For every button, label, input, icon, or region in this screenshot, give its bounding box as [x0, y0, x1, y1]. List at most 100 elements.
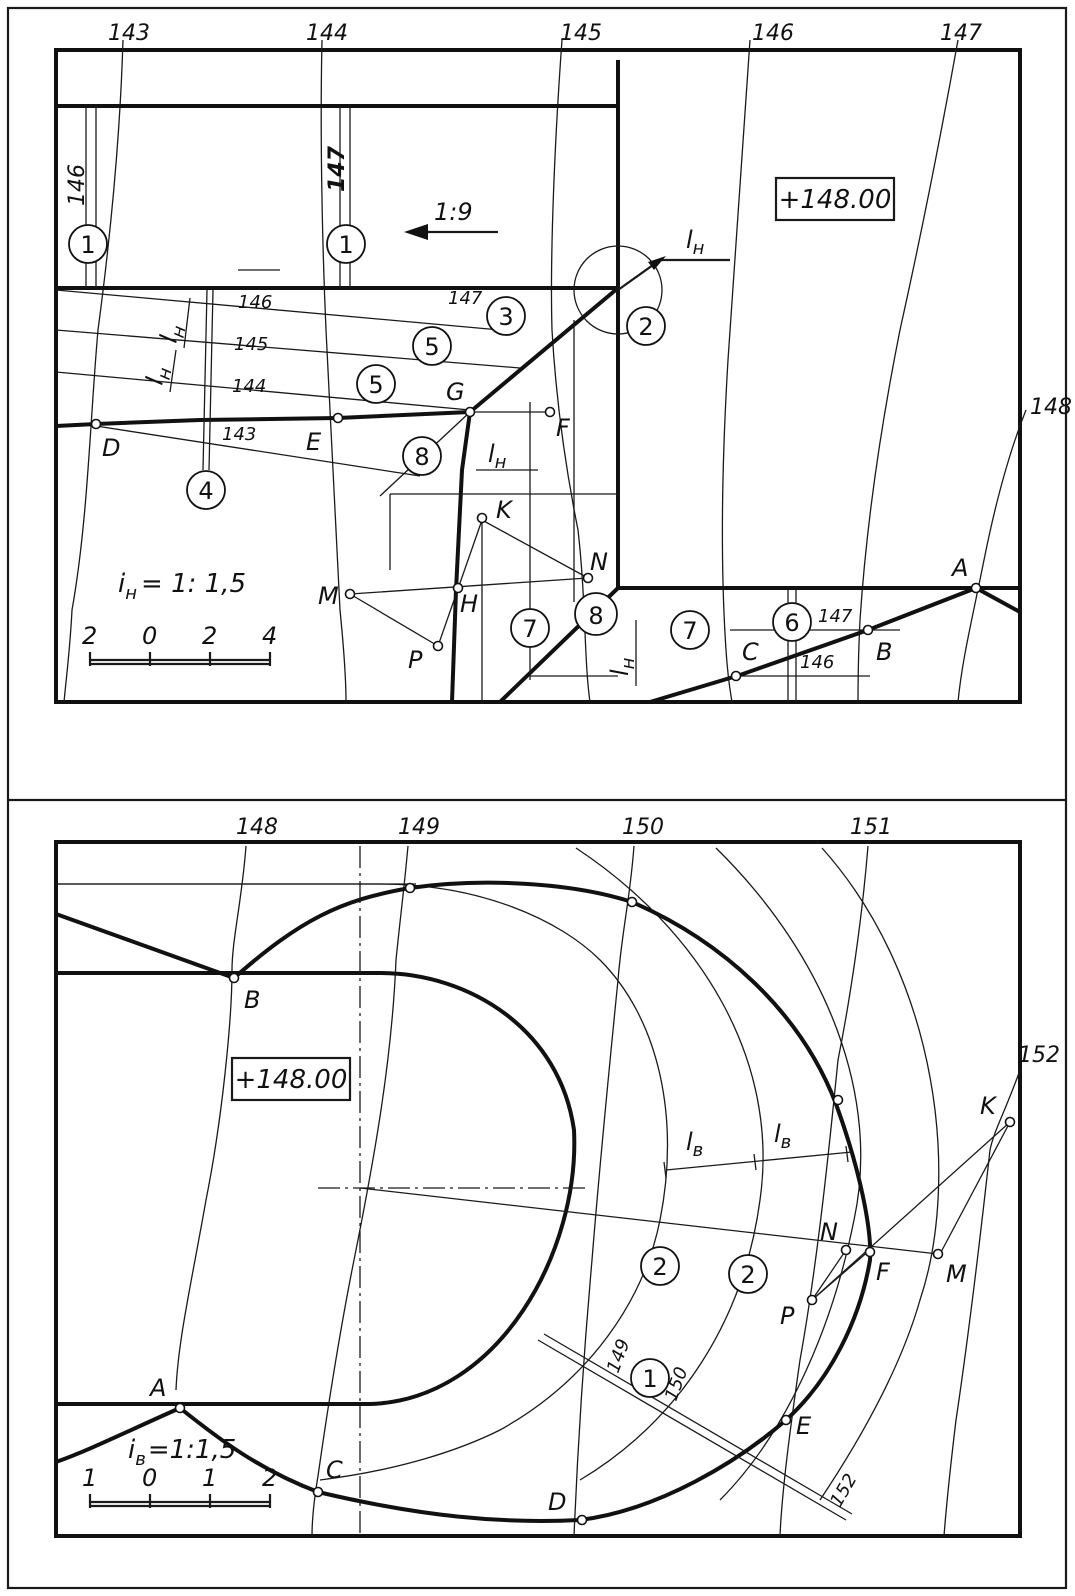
contour-label-148: 148: [1030, 395, 1072, 420]
point-label-N-b: N: [820, 1218, 838, 1246]
construction-lines-b: [56, 883, 1011, 1301]
slope-ratio-top-sub: н: [125, 583, 137, 604]
contour-label-146: 146: [752, 21, 794, 46]
contour-label-143: 143: [108, 21, 150, 46]
slope-arrow-label: 1:9: [434, 198, 473, 226]
contour-label-147: 147: [940, 21, 982, 46]
marker-2a-b: 2: [652, 1253, 667, 1281]
marker-1b-ring: [326, 224, 366, 264]
slope-label-147: 147: [325, 145, 350, 192]
hz-label-144: 144: [232, 376, 266, 397]
marker-5b: 5: [368, 371, 383, 399]
lb-ticks: [663, 1145, 849, 1179]
scale-top-1: 0: [142, 622, 157, 650]
slope-ratio-bottom: iв=1:1,5: [128, 1435, 236, 1470]
contour-mid-149: 149: [603, 1336, 634, 1375]
point-M: [344, 588, 356, 600]
slope-ratio-top-value: = 1: 1,5: [141, 569, 246, 599]
marker-8a-ring: [402, 436, 442, 476]
marker-1-b: 1: [642, 1365, 657, 1393]
slope-ratio-bottom-value: =1:1,5: [148, 1435, 236, 1465]
arc-1: [56, 883, 669, 1481]
platform-mark-box: [774, 176, 896, 222]
point-N-b: [840, 1244, 852, 1256]
point-label-C-b: C: [326, 1456, 343, 1484]
horizontal-144: [55, 371, 471, 411]
marker-1b: 1: [338, 231, 353, 259]
point-label-H: H: [460, 590, 478, 618]
lb-label-2-l: l: [774, 1120, 781, 1148]
lh-label-3: lн: [488, 440, 507, 473]
contour-label-144: 144: [306, 21, 348, 46]
hz-label-146: 146: [238, 292, 272, 313]
point-label-N: N: [590, 548, 608, 576]
bottom-points: [174, 882, 1016, 1526]
horizontal-146: [55, 289, 501, 331]
point-150-b: [626, 896, 638, 908]
point-A: [970, 582, 982, 594]
slope-toe-b: [55, 880, 873, 1523]
slope-ratio-top-i: i: [118, 569, 126, 599]
point-label-C: C: [742, 638, 759, 666]
scale-bar: [88, 652, 272, 666]
point-label-M-b: M: [946, 1260, 967, 1288]
scale-bottom-1: 0: [142, 1464, 157, 1492]
slope-ratio-bottom-i: i: [128, 1435, 136, 1465]
marker-6-ring: [772, 602, 812, 642]
point-G: [464, 406, 476, 418]
point-F-b: [864, 1246, 876, 1258]
point-B: [862, 624, 874, 636]
arc-4: [819, 847, 940, 1501]
point-label-M: M: [318, 582, 339, 610]
lh-label-arrow-l: l: [686, 226, 693, 254]
marker-2b-b-ring: [728, 1254, 768, 1294]
contour-143: [63, 39, 124, 703]
marker-3: 3: [498, 303, 513, 331]
lh-arrow-line: [617, 258, 730, 291]
marker-6: 6: [784, 609, 799, 637]
point-label-P: P: [408, 646, 423, 674]
point-label-K-b: K: [980, 1092, 998, 1120]
lh-label-4-sub: н: [618, 657, 639, 669]
lb-label-1-l: l: [686, 1128, 693, 1156]
marker-7b: 7: [682, 617, 697, 645]
contour-label-145: 145: [560, 21, 602, 46]
lb-label-1-sub: в: [693, 1140, 704, 1161]
point-label-E-b: E: [796, 1412, 812, 1440]
marker-7b-ring: [670, 610, 710, 650]
contour-label-152-b: 152: [1018, 1043, 1060, 1068]
point-D: [90, 418, 102, 430]
marker-7a: 7: [522, 615, 537, 643]
top-points: [90, 406, 982, 682]
point-H: [452, 582, 464, 594]
point-149-b: [404, 882, 416, 894]
marker-8b-ring: [574, 592, 618, 636]
point-M-b: [932, 1248, 944, 1260]
hz-label-146-r: 146: [800, 652, 834, 673]
contour-label-151-b: 151: [850, 815, 892, 840]
hz-label-147-r: 147: [818, 606, 853, 627]
point-P: [432, 640, 444, 652]
marker-5a: 5: [424, 333, 439, 361]
point-N: [582, 572, 594, 584]
point-label-B: B: [876, 638, 892, 666]
point-label-K: K: [496, 496, 514, 524]
bottom-panel: 2 2 1 148 149 150 151 152 149 150 152 +1…: [54, 815, 1060, 1538]
marker-1a-ring: [68, 224, 108, 264]
corner-circle: [573, 245, 663, 335]
point-label-P-b: P: [780, 1302, 795, 1330]
point-label-A-b: A: [148, 1374, 166, 1402]
lh-label-3-l: l: [488, 440, 495, 468]
lh-label-arrow-sub: н: [693, 238, 705, 259]
contour-label-148-b: 148: [236, 815, 278, 840]
point-label-B-b: B: [244, 986, 260, 1014]
marker-8a: 8: [414, 443, 429, 471]
marker-4-ring: [186, 470, 226, 510]
point-label-F: F: [556, 414, 571, 442]
contour-152-b: [943, 1069, 1021, 1537]
point-151-b: [832, 1094, 844, 1106]
scale-bottom-2: 1: [202, 1464, 217, 1492]
point-label-A: A: [950, 554, 968, 582]
marker-4: 4: [198, 477, 213, 505]
contour-mid-152: 152: [826, 1470, 861, 1510]
